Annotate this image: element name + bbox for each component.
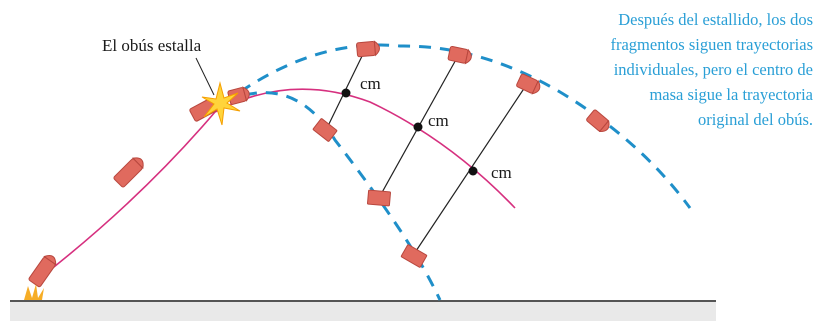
caption-line-3: individuales, pero el centro de	[614, 60, 813, 79]
caption: Después del estallido, los dos fragmento…	[610, 10, 813, 129]
cm-label-1: cm	[360, 74, 381, 93]
shell-ascending-1	[113, 155, 146, 188]
explosion-label: El obús estalla	[102, 36, 202, 55]
cm-label-3: cm	[491, 163, 512, 182]
upper-fragment-2	[448, 46, 473, 64]
center-of-mass-dot-1	[342, 89, 351, 98]
cm-label-2: cm	[428, 111, 449, 130]
lower-fragment-2	[367, 190, 390, 206]
shell-launch	[28, 252, 58, 287]
caption-line-1: Después del estallido, los dos	[618, 10, 813, 29]
center-of-mass-dot-3	[469, 167, 478, 176]
lower-fragment-3	[401, 244, 427, 267]
upper-fragment-3	[516, 73, 542, 95]
caption-line-2: fragmentos siguen trayectorias	[610, 35, 813, 54]
upper-fragment-1	[356, 41, 380, 57]
center-of-mass-dot-2	[414, 123, 423, 132]
ground	[10, 301, 716, 321]
upper-fragment-4	[586, 109, 612, 134]
caption-line-5: original del obús.	[698, 110, 813, 129]
caption-line-4: masa sigue la trayectoria	[649, 85, 813, 104]
explosion-pointer	[196, 58, 214, 95]
